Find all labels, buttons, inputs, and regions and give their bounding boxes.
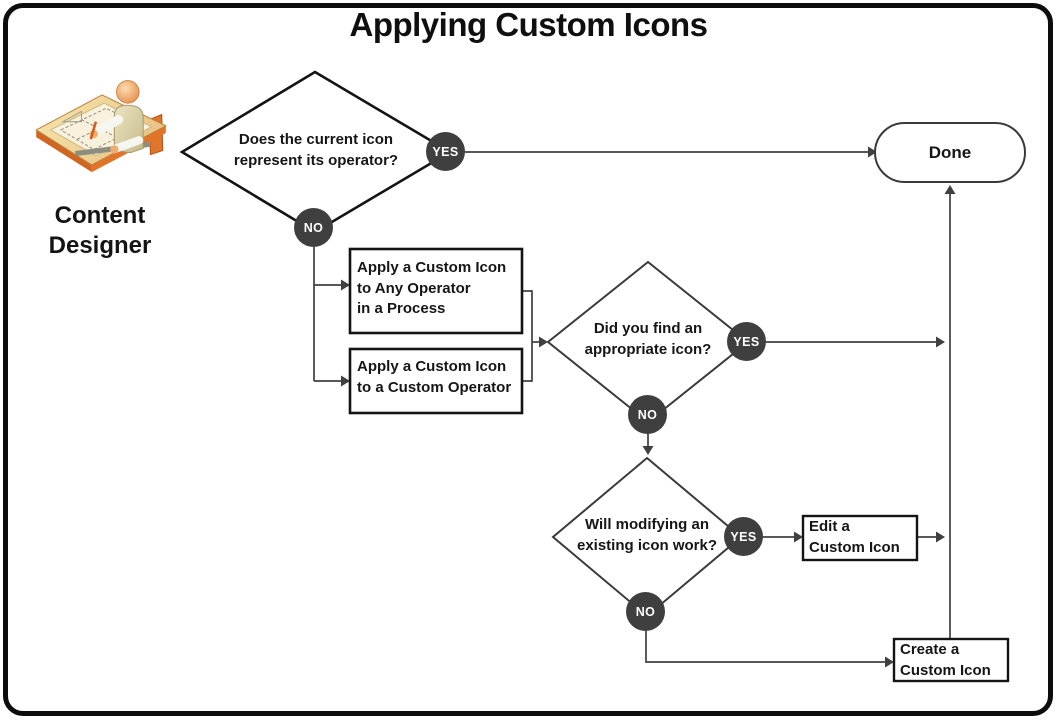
connector-decision3-no-to-create [645, 631, 885, 663]
arrowheads [341, 146, 956, 668]
arrowhead-into-decision3 [642, 446, 654, 455]
page-title: Applying Custom Icons [349, 6, 708, 43]
content-designer-label: Content Designer [48, 202, 152, 259]
decision2-no-badge: NO [628, 395, 667, 434]
process-custom-operator-box [348, 347, 524, 415]
decision2-yes-badge: YES [727, 322, 766, 361]
decision3-no-badge: NO [626, 592, 665, 631]
arrowhead-up-into-done [944, 185, 956, 194]
set-square [60, 110, 82, 123]
arrowhead-into-process-custom [341, 375, 350, 387]
arrowhead-yes2-into-mainline [936, 336, 945, 348]
decision1-no-badge: NO [294, 208, 333, 247]
arrowhead-into-done [868, 146, 877, 158]
person-arm-lower [112, 136, 144, 153]
decision1-yes-badge: YES [426, 132, 465, 171]
person-arm-upper [91, 115, 124, 137]
table-left-edge [36, 129, 92, 173]
process-custom-operator-label: Apply a Custom Icon to a Custom Operator [357, 358, 512, 396]
process-any-operator-label: Apply a Custom Icon to Any Operator in a… [357, 259, 507, 317]
person-head [116, 80, 140, 104]
create-custom-icon-label: Create a Custom Icon [900, 641, 991, 679]
arrowhead-into-edit [794, 531, 803, 543]
pencil [89, 121, 98, 140]
done-terminal-shape [874, 122, 1026, 183]
connectors [313, 151, 951, 663]
decision-find-icon-label: Did you find an appropriate icon? [584, 320, 712, 358]
done-terminal-label: Done [928, 142, 972, 162]
create-custom-icon-box [892, 637, 1010, 683]
process-any-operator-box [348, 247, 524, 335]
arrowhead-into-process-any [341, 279, 350, 291]
connector-processes-merge-bracket [522, 290, 533, 382]
decision-current-icon-label: Does the current icon represent its oper… [233, 131, 399, 169]
arrowhead-edit-into-mainline [936, 531, 945, 543]
arrowhead-into-decision2 [539, 336, 548, 348]
decision3-yes-badge: YES [724, 517, 763, 556]
person-hand2 [110, 145, 119, 154]
decision-modify-icon-label: Will modifying an existing icon work? [576, 516, 718, 554]
content-designer-icon [35, 80, 167, 173]
arrowhead-into-create [885, 656, 894, 668]
edit-custom-icon-label: Edit a Custom Icon [809, 518, 900, 556]
edit-custom-icon-box [801, 514, 919, 562]
